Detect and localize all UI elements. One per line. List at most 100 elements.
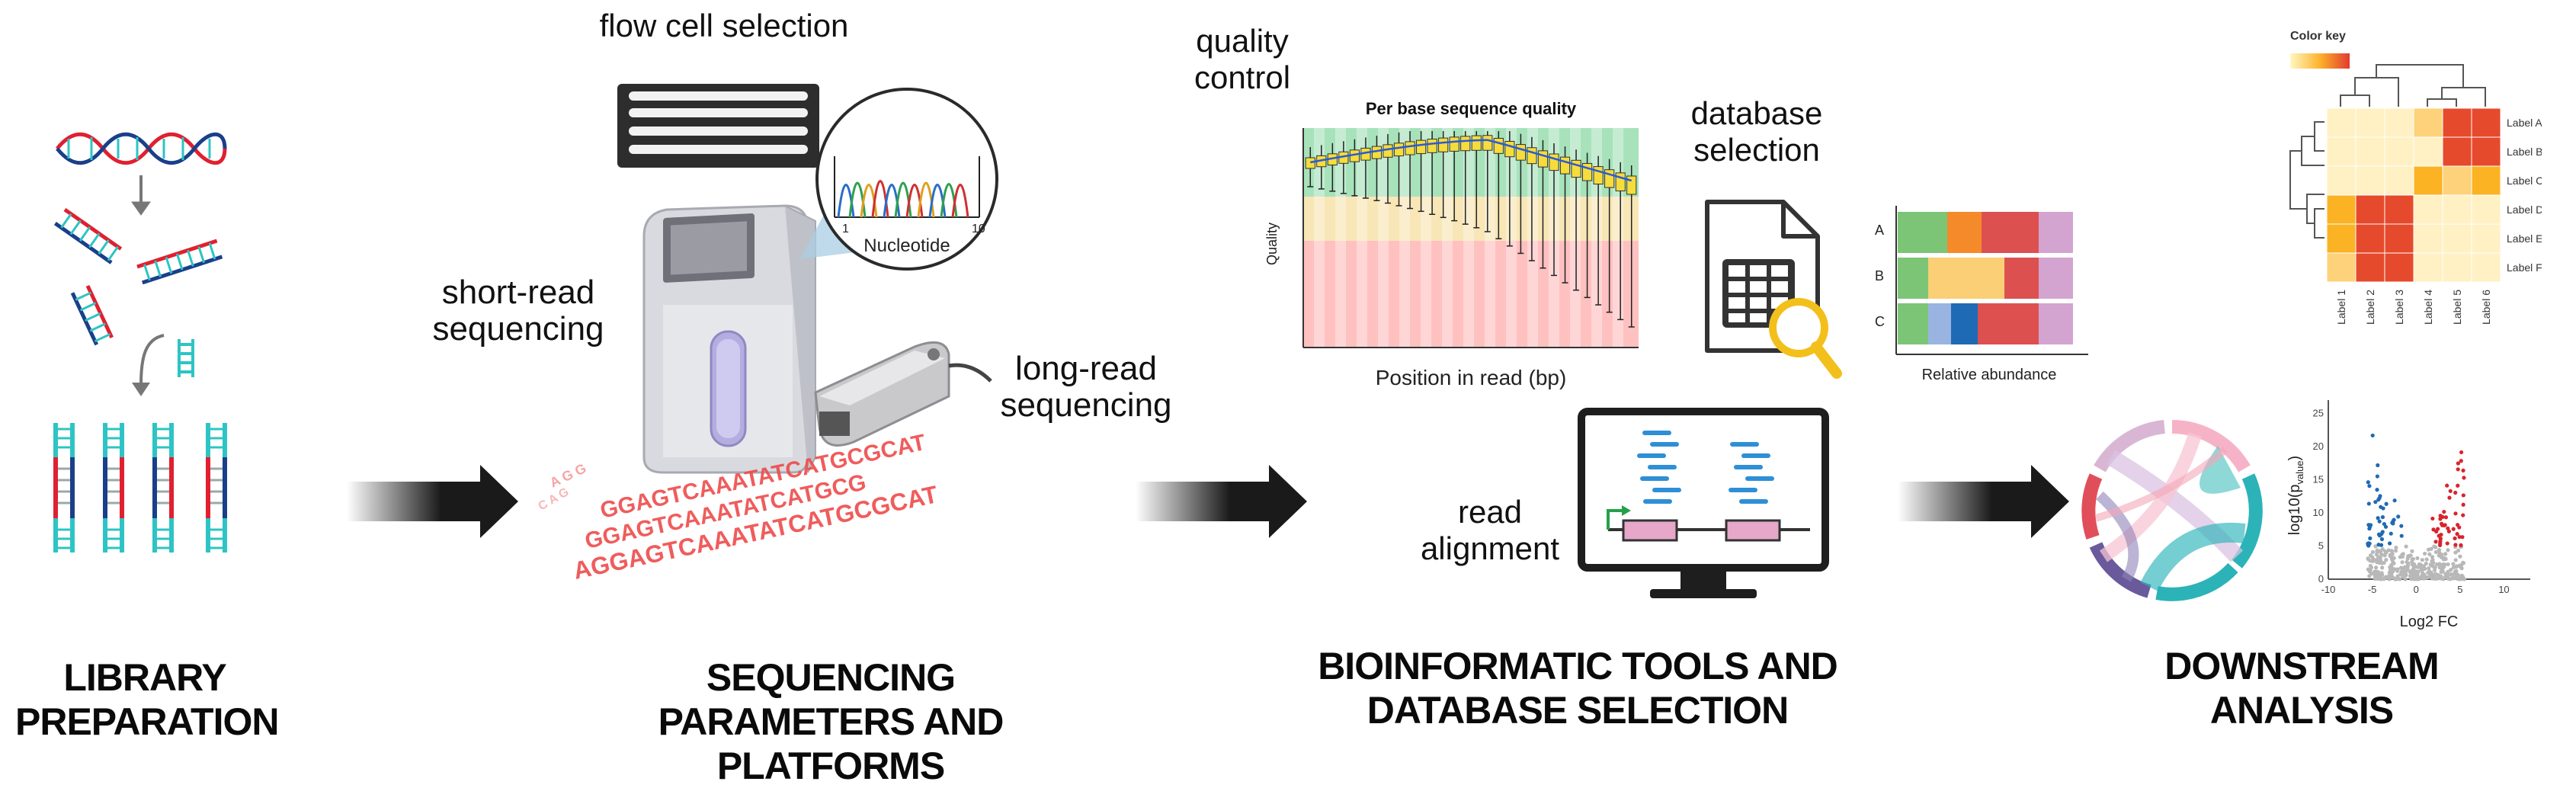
volcano-point (2453, 511, 2458, 516)
quality-plot-title: Per base sequence quality (1366, 99, 1577, 118)
volcano-point (2376, 549, 2380, 554)
volcano-y-tick: 0 (2318, 573, 2324, 585)
qc-box (1493, 137, 1504, 154)
volcano-point (2424, 557, 2429, 562)
heatmap-col-label: Label 2 (2364, 290, 2376, 325)
volcano-point (2380, 547, 2385, 552)
volcano-point (2367, 484, 2372, 488)
volcano-point (2393, 549, 2398, 553)
volcano-point (2391, 519, 2395, 524)
volcano-point (2443, 523, 2447, 527)
heatmap-cell (2384, 107, 2414, 138)
qc-box (1383, 144, 1393, 158)
volcano-point (2443, 572, 2448, 576)
sequencer-icon (642, 204, 816, 474)
volcano-point (2440, 569, 2444, 574)
read-alignment-label: read alignment (1420, 494, 1560, 566)
qc-box (1504, 140, 1515, 158)
qc-box (1438, 137, 1449, 152)
heatmap-cell (2413, 223, 2443, 254)
volcano-point (2430, 559, 2434, 563)
volcano-point (2383, 549, 2388, 554)
volcano-point (2415, 556, 2420, 561)
volcano-point (2400, 554, 2405, 559)
volcano-point (2421, 574, 2427, 578)
volcano-point (2403, 577, 2408, 581)
heatmap-cell (2355, 136, 2385, 167)
volcano-point (2429, 546, 2433, 551)
volcano-point (2420, 558, 2424, 562)
ligation-arrow-icon (132, 334, 165, 396)
volcano-point (2379, 552, 2384, 557)
volcano-point (2404, 573, 2408, 578)
heatmap-cell (2413, 136, 2443, 167)
volcano-point (2370, 433, 2375, 438)
abundance-row-b: B (1875, 268, 1884, 283)
volcano-point (2390, 569, 2395, 574)
flow-cell-icon (617, 84, 819, 168)
abundance-barplot: A B C Relative abundance (1875, 206, 2088, 383)
volcano-point (2387, 541, 2392, 546)
heatmap-cell (2326, 223, 2357, 254)
volcano-point (2456, 572, 2460, 577)
volcano-point (2456, 576, 2460, 581)
volcano-point (2376, 555, 2381, 559)
volcano-point (2448, 488, 2453, 493)
volcano-point (2379, 537, 2385, 542)
volcano-point (2410, 549, 2414, 553)
volcano-point (2421, 564, 2426, 569)
volcano-point (2375, 488, 2379, 492)
heatmap-cell (2384, 252, 2414, 283)
volcano-point (2380, 530, 2385, 534)
abundance-row-c: C (1875, 314, 1885, 329)
heatmap-cell (2384, 136, 2414, 167)
heatmap-cell (2413, 194, 2443, 225)
volcano-point (2456, 523, 2460, 527)
stage-title-downstream: DOWNSTREAM ANALYSIS (2164, 645, 2439, 732)
volcano-point (2437, 565, 2442, 570)
color-key-label: Color key (2290, 30, 2346, 43)
volcano-point (2440, 553, 2444, 557)
volcano-point (2387, 577, 2392, 581)
heatmap-cell (2355, 165, 2385, 196)
volcano-point (2430, 516, 2435, 521)
volcano-point (2441, 577, 2446, 581)
volcano-x-tick: 10 (2498, 584, 2509, 595)
volcano-point (2460, 535, 2465, 540)
volcano-point (2383, 575, 2388, 580)
qc-box (1460, 136, 1471, 152)
heatmap-cell (2384, 165, 2414, 196)
volcano-x-tick: -10 (2321, 584, 2336, 595)
heatmap-cell (2442, 136, 2472, 167)
heatmap-row-label: Label B (2507, 146, 2542, 158)
heatmap-row-label: Label E (2507, 232, 2542, 245)
heatmap-cell (2413, 107, 2443, 138)
volcano-point (2408, 570, 2413, 575)
qc-box (1537, 150, 1549, 168)
volcano-point (2369, 572, 2374, 576)
heatmap-cell (2471, 223, 2501, 254)
volcano-point (2366, 480, 2370, 485)
abundance-bar-c (1898, 303, 2073, 344)
quality-plot: Per base sequence quality Quality Positi… (1264, 99, 1639, 389)
volcano-point (2379, 505, 2383, 509)
nucleotide-tick-1: 1 (842, 223, 849, 235)
volcano-point (2440, 514, 2445, 519)
volcano-point (2446, 548, 2450, 553)
qc-box (1415, 139, 1427, 155)
volcano-point (2461, 468, 2465, 472)
qc-box (1371, 146, 1383, 159)
flow-cell-label: flow cell selection (599, 8, 849, 43)
heatmap-cell (2326, 107, 2357, 138)
volcano-point (2370, 559, 2376, 564)
volcano-point (2445, 483, 2449, 488)
heatmap-cell (2355, 252, 2385, 283)
volcano-point (2391, 575, 2395, 580)
heatmap-col-label: Label 4 (2422, 290, 2434, 325)
volcano-point (2433, 540, 2438, 544)
volcano-point (2427, 566, 2431, 571)
volcano-point (2373, 500, 2378, 505)
volcano-point (2437, 548, 2442, 553)
volcano-point (2405, 559, 2409, 565)
